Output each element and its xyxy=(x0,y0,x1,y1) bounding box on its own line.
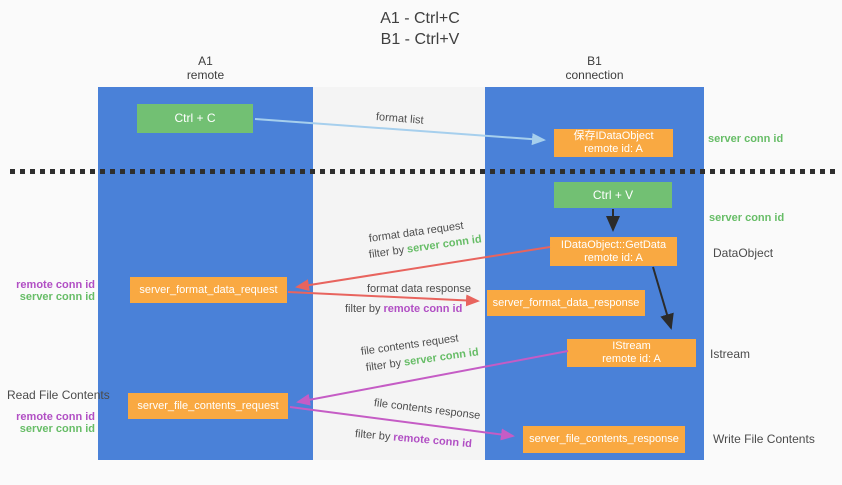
file-request-label: server_file_contents_request xyxy=(137,399,279,412)
node-server-format-data-response: server_format_data_response xyxy=(487,290,645,316)
annotation-format-conn-ids: remote conn id server conn id xyxy=(10,279,95,303)
lane-b-title: B1 xyxy=(587,54,602,68)
getdata-line2: remote id: A xyxy=(584,251,643,264)
lane-a-subtitle: remote xyxy=(186,68,225,82)
ctrl-v-label: Ctrl + V xyxy=(592,187,634,202)
save-idataobject-line1: 保存IDataObject xyxy=(573,130,654,142)
node-server-file-contents-request: server_file_contents_request xyxy=(128,393,288,419)
dotted-separator xyxy=(10,169,836,174)
annotation-server-conn-id-top: server conn id xyxy=(708,133,784,145)
getdata-line1: IDataObject::GetData xyxy=(560,238,667,251)
lane-a-title: A1 xyxy=(198,54,213,68)
annotation-server-conn-id-mid: server conn id xyxy=(709,212,785,224)
istream-line1: IStream xyxy=(612,340,651,352)
annotation-istream: Istream xyxy=(710,347,751,361)
annotation-file-conn-ids: remote conn id server conn id xyxy=(10,411,95,435)
lane-b-subtitle: connection xyxy=(565,68,624,82)
format-response-label: server_format_data_response xyxy=(492,296,640,309)
remote-conn-id-text: remote conn id xyxy=(383,303,463,315)
title-line-1: A1 - Ctrl+C xyxy=(380,10,460,27)
format-remote-conn-id: remote conn id xyxy=(16,279,95,291)
format-server-conn-id: server conn id xyxy=(19,291,95,303)
istream-line2: remote id: A xyxy=(602,353,661,365)
filter-by-text: filter by xyxy=(345,303,381,315)
flow-label-format-data-response: format data response xyxy=(367,283,471,295)
file-server-conn-id: server conn id xyxy=(19,423,95,435)
save-idataobject-line2: remote id: A xyxy=(584,143,643,155)
format-request-label: server_format_data_request xyxy=(139,283,278,296)
file-remote-conn-id: remote conn id xyxy=(16,411,95,423)
title-line-2: B1 - Ctrl+V xyxy=(380,31,460,48)
file-response-label: server_file_contents_response xyxy=(529,433,679,445)
lane-a-header: A1 remote xyxy=(98,54,313,82)
lane-b-header: B1 connection xyxy=(485,54,704,82)
diagram-title: A1 - Ctrl+C B1 - Ctrl+V xyxy=(300,8,540,50)
node-ctrl-v: Ctrl + V xyxy=(554,182,672,208)
node-server-format-data-request: server_format_data_request xyxy=(130,277,287,303)
node-ctrl-c: Ctrl + C xyxy=(137,104,253,133)
annotation-read-file-contents: Read File Contents xyxy=(7,388,110,402)
annotation-write-file-contents: Write File Contents xyxy=(713,432,815,446)
node-server-file-contents-response: server_file_contents_response xyxy=(523,426,685,453)
node-idataobject-getdata: IDataObject::GetData remote id: A xyxy=(550,237,677,266)
node-istream: IStream remote id: A xyxy=(567,339,696,367)
node-save-idataobject: 保存IDataObject remote id: A xyxy=(554,129,673,157)
ctrl-c-label: Ctrl + C xyxy=(174,111,216,125)
annotation-dataobject: DataObject xyxy=(713,246,774,260)
